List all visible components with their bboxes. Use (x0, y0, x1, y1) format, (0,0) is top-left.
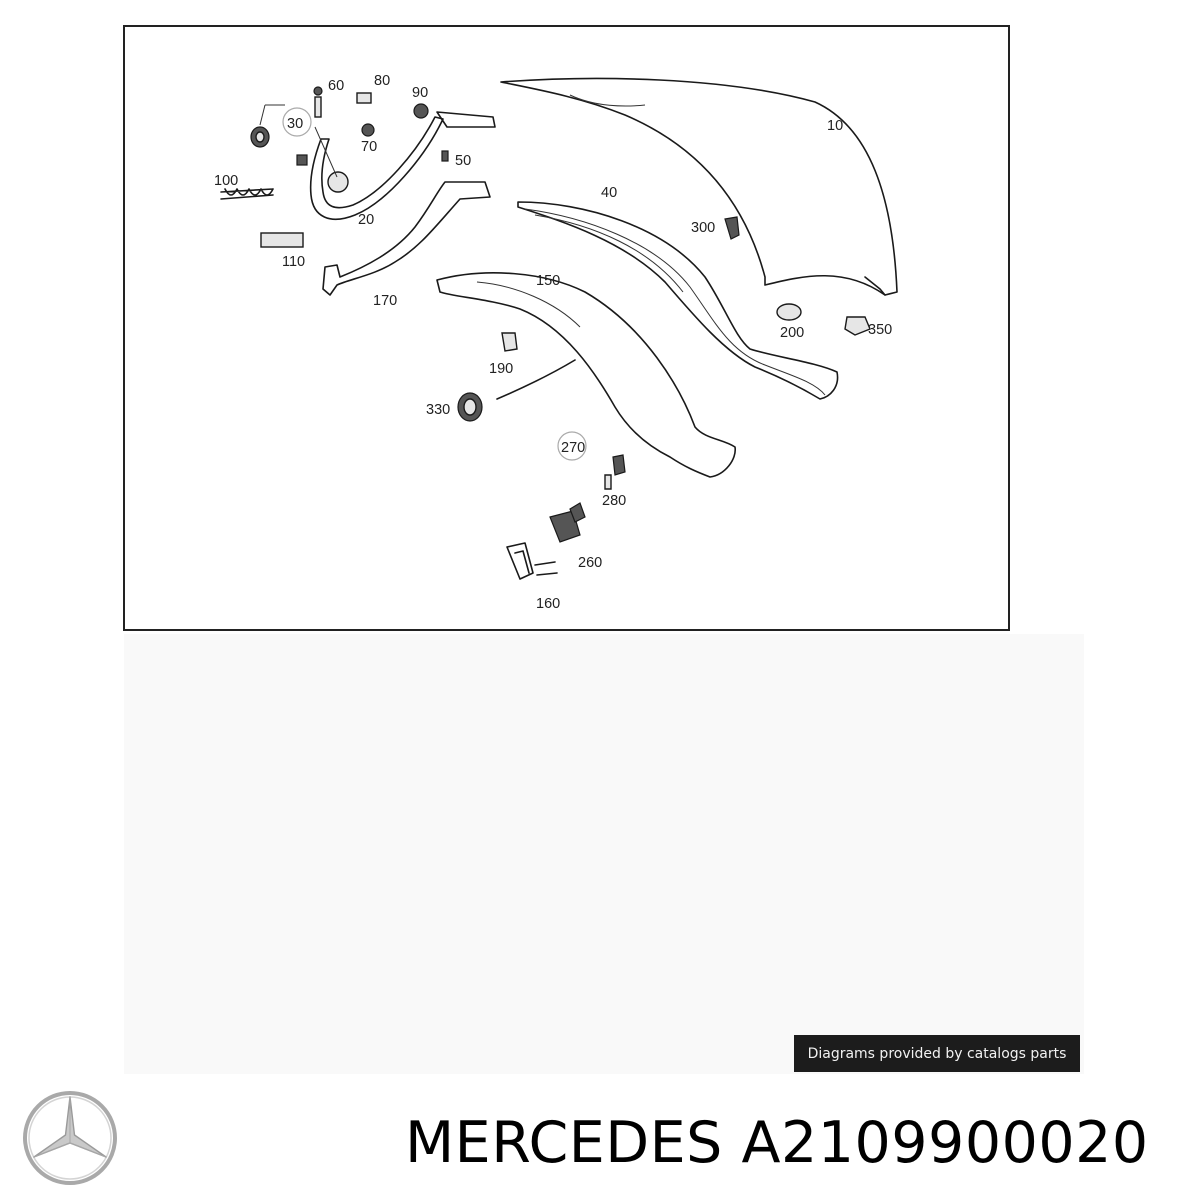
callout-ring-270 (557, 431, 587, 461)
callout-300: 300 (691, 220, 715, 236)
callout-50: 50 (455, 153, 471, 169)
brand-part-line: MERCEDES A2109900020 (405, 1108, 1185, 1178)
callout-40: 40 (601, 185, 617, 201)
exploded-view-drawing: 10 20 30 40 50 60 70 80 90 100 110 150 1… (214, 73, 898, 612)
leader-lines (259, 104, 338, 178)
diagram-credit-text: Diagrams provided by catalogs parts (807, 1045, 1067, 1062)
part-hinge-arm (309, 111, 496, 220)
mercedes-star-icon (23, 1091, 117, 1185)
callout-280: 280 (602, 493, 626, 509)
callout-110: 110 (282, 254, 305, 270)
part-inner-trim-panel (436, 272, 736, 478)
callout-90: 90 (412, 85, 428, 101)
callout-350: 350 (868, 322, 892, 338)
callout-200: 200 (780, 325, 804, 341)
callout-80: 80 (374, 73, 390, 89)
callout-100: 100 (214, 173, 238, 189)
part-trunk-lid (500, 77, 898, 296)
brand-name: MERCEDES (405, 1110, 723, 1176)
part-number: A2109900020 (741, 1110, 1149, 1176)
diagram-credit-badge: Diagrams provided by catalogs parts (794, 1035, 1080, 1072)
callout-260: 260 (578, 555, 602, 571)
parts-diagram: 10 20 30 40 50 60 70 80 90 100 110 150 1… (123, 25, 1010, 631)
callout-60: 60 (328, 78, 344, 94)
part-seal (517, 201, 839, 400)
callout-330: 330 (426, 402, 450, 418)
page-background (124, 634, 1084, 1074)
callout-70: 70 (361, 139, 377, 155)
callout-190: 190 (489, 361, 513, 377)
callout-ring-30 (282, 107, 312, 137)
callout-20: 20 (358, 212, 374, 228)
callout-10: 10 (827, 118, 843, 134)
callout-270: 270 (561, 440, 585, 456)
part-small-hardware (220, 86, 871, 580)
part-hinge-strut (322, 181, 491, 296)
callout-170: 170 (373, 293, 397, 309)
callout-160: 160 (536, 596, 560, 612)
callout-30: 30 (287, 116, 303, 132)
callout-150: 150 (536, 273, 560, 289)
